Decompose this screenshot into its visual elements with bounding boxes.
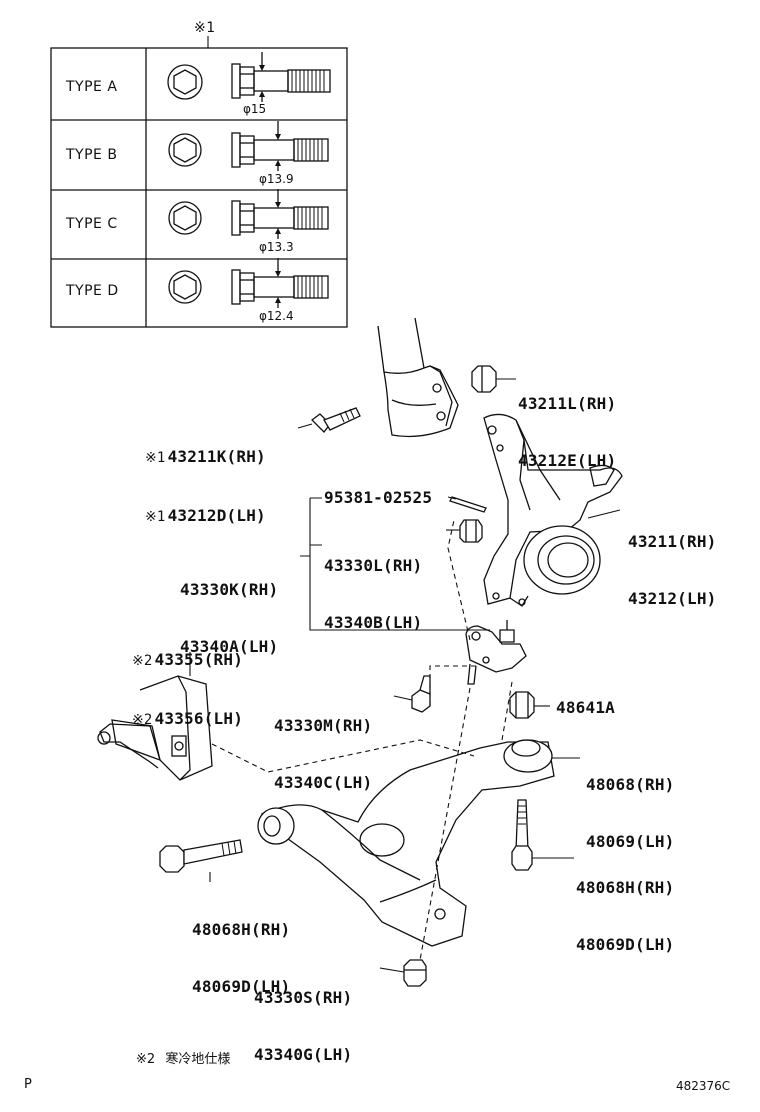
bolt-48068H-left <box>159 839 243 873</box>
label-43330L-rh: 43330L(RH) <box>324 556 423 575</box>
label-43330L: 43330L(RH) 43340B(LH) <box>324 518 422 651</box>
type-c-diameter: φ13.3 <box>259 240 294 254</box>
label-43330L-lh: 43340B(LH) <box>324 613 423 632</box>
label-43211K-mark-2: ※1 <box>145 509 166 525</box>
label-43211-lh: 43212(LH) <box>628 589 717 608</box>
footnote-text: 寒冷地仕様 <box>165 1052 231 1067</box>
nut-43330S <box>403 959 427 987</box>
label-43330S: 43330S(RH) 43340G(LH) <box>254 950 352 1083</box>
label-43211K-lh: 43212D(LH) <box>167 506 266 525</box>
label-43211: 43211(RH) 43212(LH) <box>628 494 717 627</box>
bolt-48068H-right <box>511 799 533 871</box>
label-48068H-left: 48068H(RH) 48069D(LH) <box>192 882 290 1015</box>
label-43355-lh: 43356(LH) <box>154 709 244 728</box>
table-header-mark: ※1 <box>194 20 216 36</box>
label-48068H-left-rh: 48068H(RH) <box>192 920 291 939</box>
footnote-mark: ※2 <box>136 1052 156 1067</box>
bracket-43355 <box>97 675 213 781</box>
label-48068-lh: 48069(LH) <box>586 832 675 851</box>
nut-48641A <box>509 691 535 719</box>
label-43330M-lh: 43340C(LH) <box>274 773 373 792</box>
type-d-label: TYPE D <box>66 283 119 299</box>
label-48641A: 48641A <box>556 698 615 717</box>
strut-drawing <box>377 317 459 438</box>
label-95381: 95381-02525 <box>324 488 433 507</box>
label-43330K-lh: 43340A(LH) <box>180 637 279 656</box>
label-43211-rh: 43211(RH) <box>628 532 717 551</box>
label-43355-mark-2: ※2 <box>132 712 153 728</box>
label-48068: 48068(RH) 48069(LH) <box>586 737 675 870</box>
label-43330K-rh: 43330K(RH) <box>180 580 279 599</box>
dashed-guides <box>211 519 513 961</box>
type-table-grid <box>50 47 348 328</box>
bolt-icons <box>167 52 331 308</box>
label-43211K-mark-1: ※1 <box>145 450 166 466</box>
label-48068H-right: 48068H(RH) 48069D(LH) <box>576 840 674 973</box>
leader-lines <box>189 36 621 973</box>
label-43211L: 43211L(RH) 43212E(LH) <box>518 356 616 489</box>
type-b-label: TYPE B <box>66 147 118 163</box>
nut-43330L <box>459 519 483 543</box>
label-43211K-rh: 43211K(RH) <box>167 447 266 466</box>
corner-left-mark: P <box>24 1077 32 1092</box>
cotter-pin-95381 <box>449 496 487 513</box>
label-48068-rh: 48068(RH) <box>586 775 675 794</box>
label-48068H-right-rh: 48068H(RH) <box>576 878 675 897</box>
bolt-43330M <box>411 675 431 713</box>
type-a-label: TYPE A <box>66 79 118 95</box>
label-43330M-rh: 43330M(RH) <box>274 716 373 735</box>
label-43355-rh: 43355(RH) <box>154 650 244 669</box>
steering-knuckle <box>483 413 623 607</box>
footnote: ※2 寒冷地仕様 <box>136 1048 230 1067</box>
drawing-number: 482376C <box>676 1079 731 1093</box>
type-c-label: TYPE C <box>66 216 118 232</box>
bolt-43211K <box>311 407 361 433</box>
lower-control-arm <box>257 739 555 947</box>
type-b-diameter: φ13.9 <box>259 172 294 186</box>
label-43211L-lh: 43212E(LH) <box>518 451 617 470</box>
nut-43211L <box>471 365 497 393</box>
label-43330M: 43330M(RH) 43340C(LH) <box>274 678 372 811</box>
type-a-diameter: φ15 <box>243 102 267 116</box>
label-43330K: 43330K(RH) 43340A(LH) <box>180 542 278 675</box>
label-43330S-rh: 43330S(RH) <box>254 988 353 1007</box>
label-43211L-rh: 43211L(RH) <box>518 394 617 413</box>
label-43355-mark-1: ※2 <box>132 653 153 669</box>
label-48068H-right-lh: 48069D(LH) <box>576 935 675 954</box>
label-43330S-lh: 43340G(LH) <box>254 1045 353 1064</box>
label-48068H-left-lh: 48069D(LH) <box>192 977 291 996</box>
type-d-diameter: φ12.4 <box>259 309 294 323</box>
